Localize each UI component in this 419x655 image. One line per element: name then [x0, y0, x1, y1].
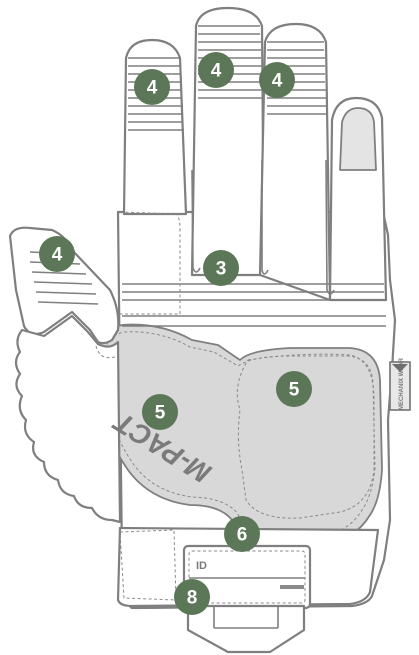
marker-middle: 4	[198, 52, 234, 88]
marker-knuckle: 3	[203, 250, 239, 286]
finger-slot-1	[191, 169, 201, 273]
side-tag-logo	[392, 364, 408, 372]
side-tag-text: MECHANIX WEAR	[399, 357, 405, 410]
marker-thumb-label: 4	[52, 245, 63, 266]
marker-palm-logo-label: 5	[155, 403, 166, 424]
marker-index: 4	[134, 69, 170, 105]
marker-palm-right: 5	[276, 371, 312, 407]
id-tab-bar	[280, 585, 304, 589]
palm-pad	[95, 323, 383, 549]
marker-middle-label: 4	[211, 61, 222, 82]
little-finger-tip	[339, 107, 377, 171]
thumb	[8, 226, 120, 345]
finger-slot-2	[261, 160, 269, 275]
marker-knuckle-label: 3	[216, 259, 227, 280]
thumb-side-panel	[14, 314, 122, 524]
marker-thumb: 4	[39, 236, 75, 272]
marker-ring-label: 4	[272, 71, 283, 92]
middle-finger	[190, 6, 266, 277]
palm-pad-stitching	[103, 331, 376, 541]
marker-palm-logo: 5	[142, 394, 178, 430]
marker-wrist: 6	[224, 516, 260, 552]
marker-cuff: 8	[174, 579, 210, 615]
marker-wrist-label: 6	[237, 525, 248, 546]
thumb-crotch-stitching	[95, 345, 119, 359]
side-tag	[389, 361, 411, 411]
id-label: ID	[196, 560, 207, 572]
knuckle-band	[122, 283, 386, 327]
pull-loop	[186, 604, 306, 654]
marker-ring: 4	[259, 62, 295, 98]
ring-finger-ribs	[267, 41, 326, 115]
index-overlay-stitching	[119, 211, 181, 315]
marker-cuff-label: 8	[187, 588, 198, 609]
wrist-panel-stitching	[119, 529, 177, 601]
marker-palm-right-label: 5	[289, 380, 300, 401]
marker-index-label: 4	[147, 78, 158, 99]
